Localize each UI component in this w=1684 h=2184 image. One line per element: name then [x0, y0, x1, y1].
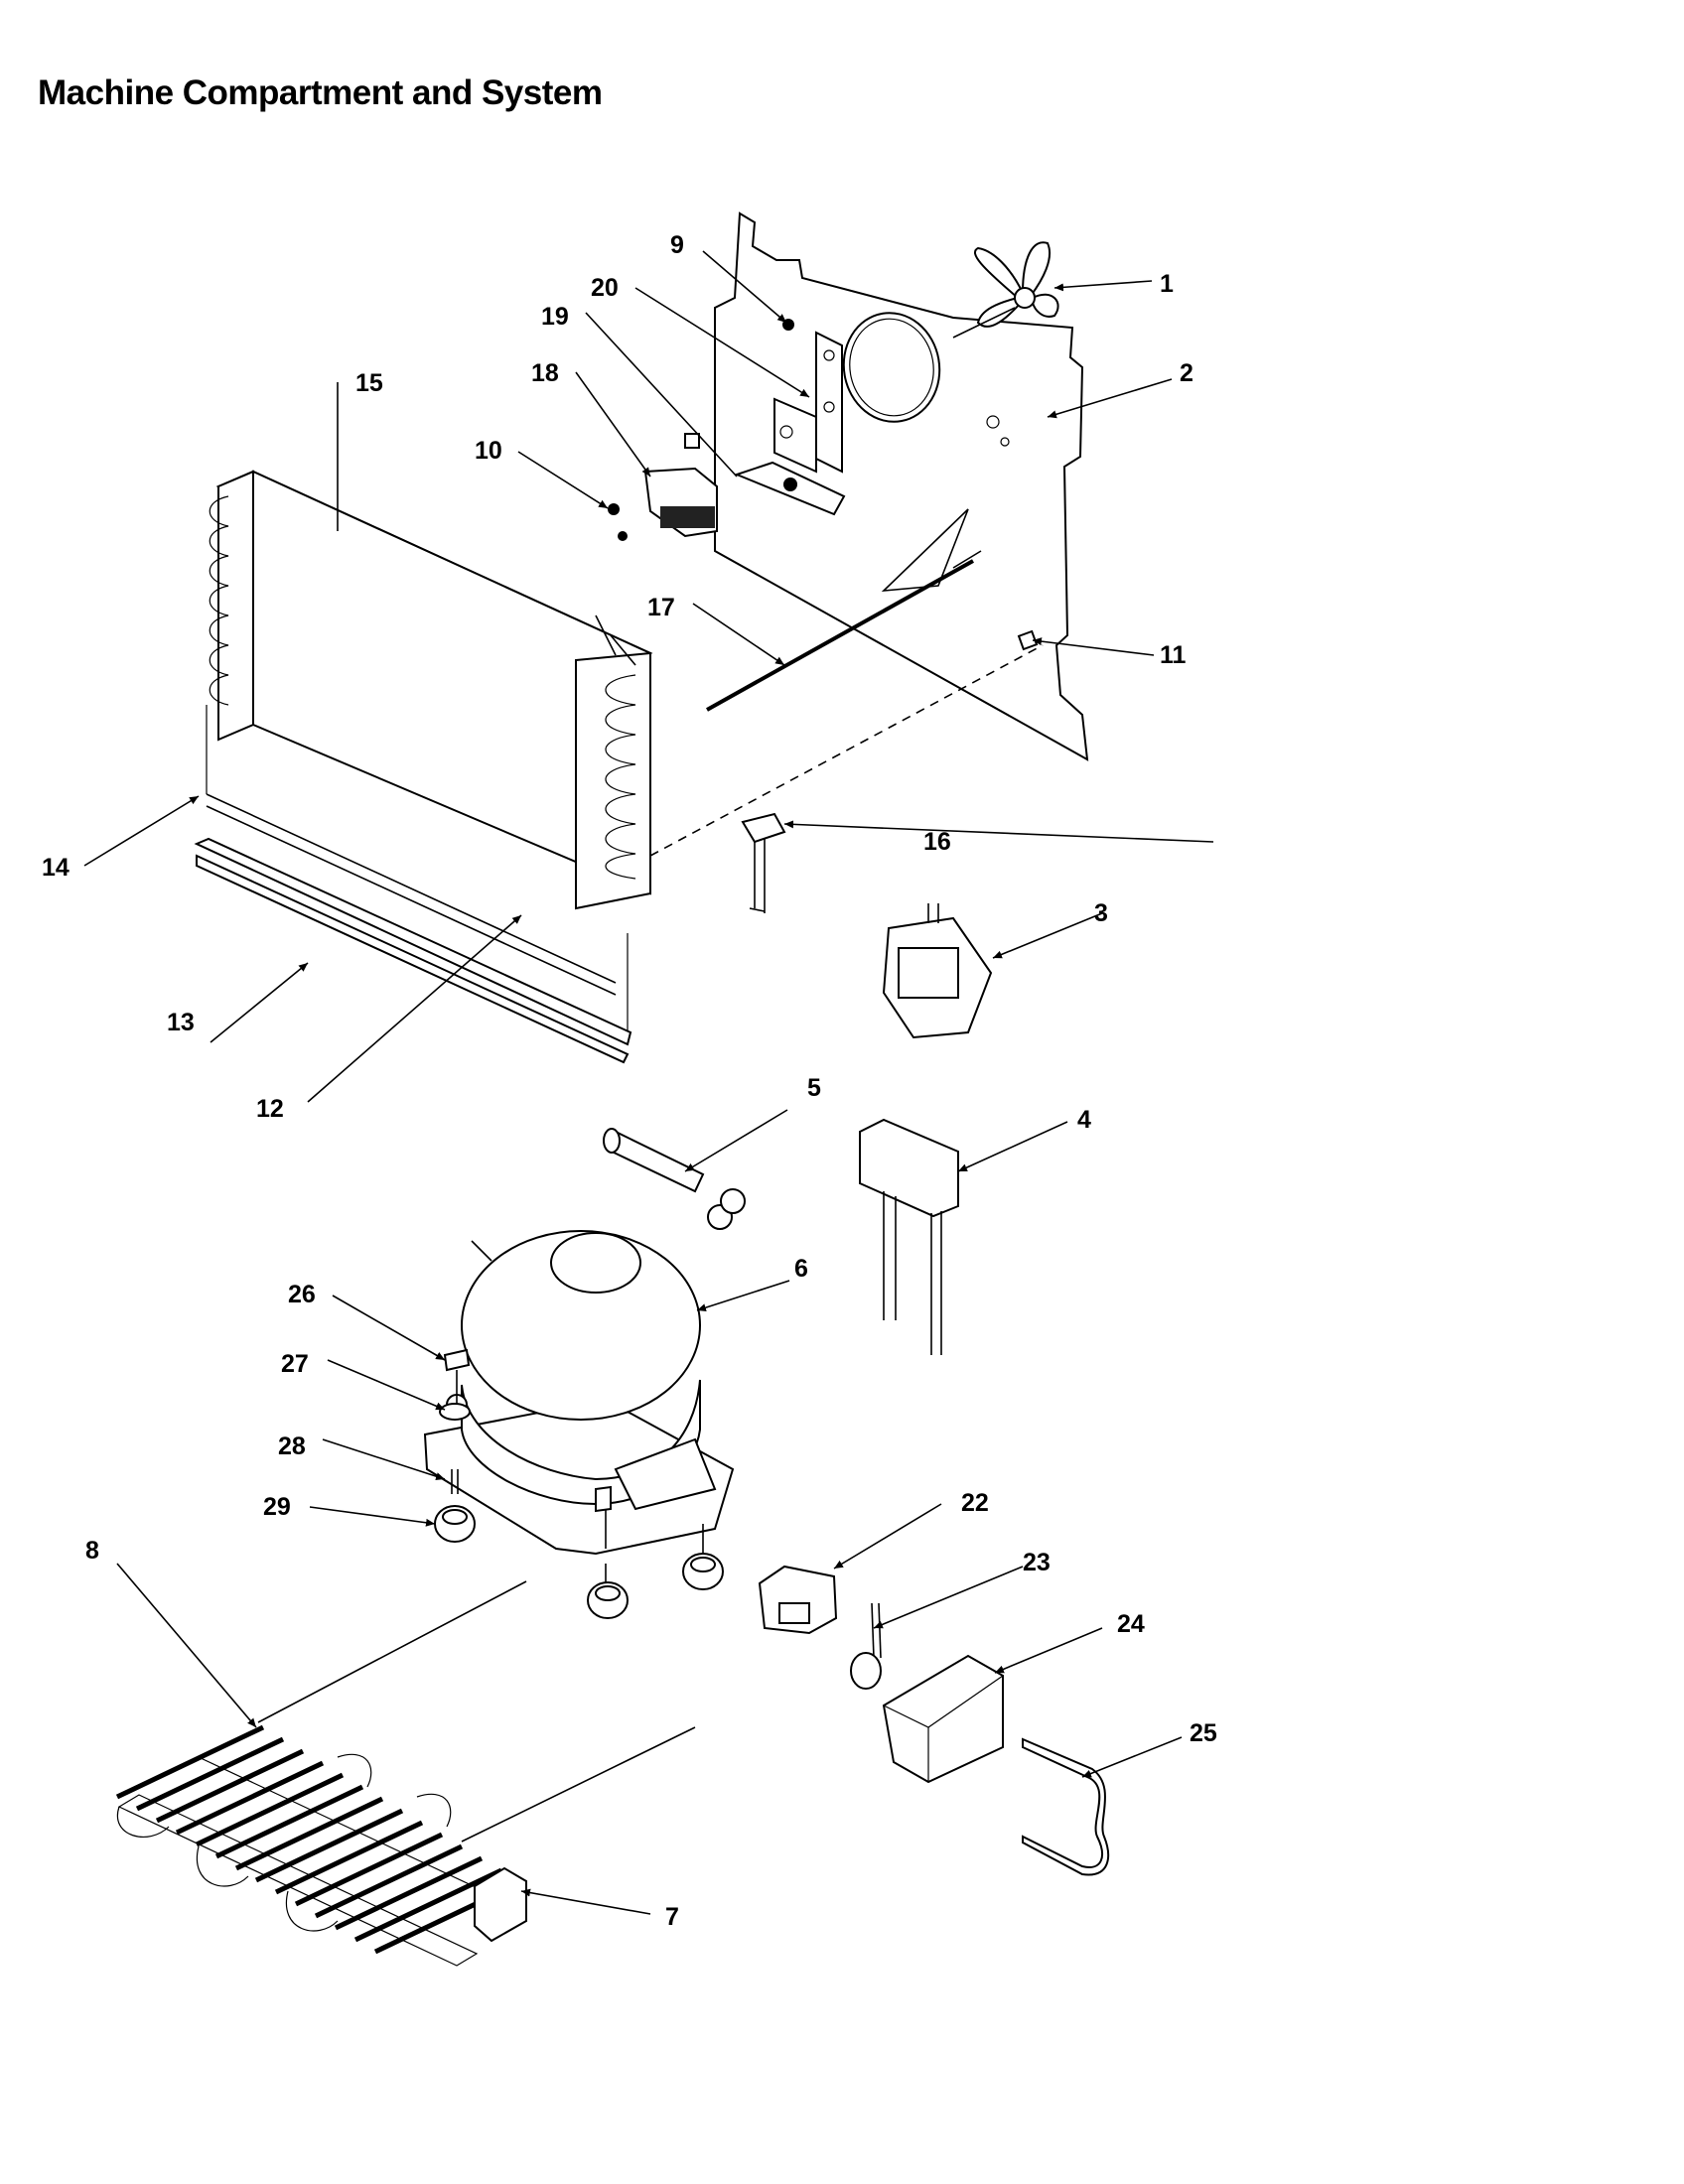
bracket-icon: [734, 331, 846, 516]
thermostat-icon: [850, 1602, 882, 1690]
callout-14: 14: [42, 854, 70, 882]
callout-13: 13: [167, 1009, 195, 1036]
bolt-icon: [439, 1348, 612, 1549]
callout-29: 29: [263, 1493, 291, 1521]
callout-19: 19: [541, 303, 569, 331]
callout-25: 25: [1190, 1719, 1217, 1747]
tube-icon: [706, 559, 974, 712]
callout-26: 26: [288, 1281, 316, 1308]
relay-cover-icon: [643, 467, 718, 538]
callout-20: 20: [591, 274, 619, 302]
condenser-grid-icon: [115, 1580, 696, 1967]
callout-4: 4: [1077, 1106, 1091, 1134]
wire-harness-icon: [741, 812, 786, 913]
capacitor-icon: [859, 1118, 959, 1355]
page-title: Machine Compartment and System: [38, 73, 603, 112]
callout-16: 16: [923, 828, 951, 856]
callout-17: 17: [647, 594, 675, 621]
drier-icon: [603, 1128, 746, 1230]
callout-24: 24: [1117, 1610, 1145, 1638]
compressor-icon: [423, 1230, 735, 1556]
relay-icon: [882, 903, 993, 1039]
callout-5: 5: [807, 1074, 821, 1102]
callout-11: 11: [1160, 641, 1187, 669]
callout-9: 9: [670, 231, 684, 259]
callout-6: 6: [794, 1255, 808, 1283]
condenser-coil-icon: [206, 470, 653, 1032]
drain-tray-icon: [194, 837, 632, 1064]
callout-22: 22: [961, 1489, 989, 1517]
screw-icon: [618, 531, 628, 541]
callout-23: 23: [1023, 1549, 1051, 1576]
callout-12: 12: [256, 1095, 284, 1123]
screw-icon: [783, 478, 797, 491]
tube-icon: [1022, 1737, 1110, 1876]
callout-15: 15: [355, 369, 383, 397]
callout-27: 27: [281, 1350, 309, 1378]
callout-8: 8: [85, 1537, 99, 1565]
leader-lines: [83, 250, 1214, 1915]
overload-icon: [758, 1565, 838, 1635]
grommet-icon: [684, 433, 700, 449]
callout-28: 28: [278, 1433, 306, 1460]
alignment-line: [649, 644, 1044, 857]
bracket-icon: [474, 1866, 527, 1943]
screw-icon: [608, 503, 620, 515]
back-panel-icon: [714, 211, 1089, 761]
grommet-icon: [434, 1505, 724, 1619]
callout-10: 10: [475, 437, 502, 465]
callout-labels: 1 2 3 4 5 6 7 8 9 10 11 12 13 14 15 16 1…: [42, 231, 1217, 1931]
callout-1: 1: [1160, 270, 1174, 298]
cover-icon: [882, 1654, 1004, 1784]
fan-blade-icon: [952, 241, 1059, 339]
callout-7: 7: [665, 1903, 679, 1931]
callout-3: 3: [1094, 899, 1108, 927]
callout-18: 18: [531, 359, 559, 387]
callout-2: 2: [1180, 359, 1193, 387]
